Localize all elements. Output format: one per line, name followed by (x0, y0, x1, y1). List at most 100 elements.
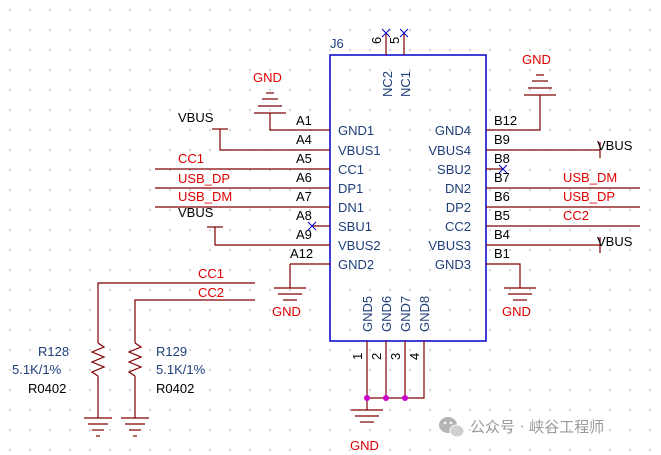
no-connect-nc2 (381, 28, 391, 38)
watermark-text: 公众号 · 峡谷工程师 (470, 418, 604, 436)
gnd-symbol-top-right (524, 74, 556, 96)
pin-number: A9 (296, 227, 312, 242)
wire-gnd3 (486, 263, 521, 288)
pin-number: B6 (494, 189, 510, 204)
resistor-r129[interactable] (127, 342, 143, 377)
gnd-symbol-top-left (254, 92, 286, 114)
pin-number: A6 (296, 170, 312, 185)
resistor-value: 5.1K/1% (12, 362, 62, 377)
bottom-pins: GND5 GND6 GND7 GND8 1 2 3 4 (350, 296, 432, 360)
pin-name: CC1 (338, 162, 364, 177)
no-connect-sbu1 (307, 221, 317, 231)
pin-number: A5 (296, 151, 312, 166)
junction-dot (364, 395, 370, 401)
wire-r129-cc2 (134, 299, 255, 343)
pin-number: A4 (296, 132, 312, 147)
pin-name: DP2 (446, 200, 471, 215)
power-label-gnd: GND (253, 70, 282, 85)
pin-number: B4 (494, 227, 510, 242)
net-label-vbus: VBUS (597, 234, 633, 249)
wechat-icon (439, 417, 465, 438)
power-label-gnd: GND (350, 438, 379, 453)
pin-name: DP1 (338, 181, 363, 196)
wire-r128-cc1 (97, 282, 255, 343)
pin-number: B8 (494, 151, 510, 166)
resistor-footprint: R0402 (156, 381, 194, 396)
net-label-cc2: CC2 (563, 208, 589, 223)
wire-gnd4 (486, 95, 541, 131)
pin-number: 4 (407, 353, 422, 360)
wire-gnd1 (269, 113, 330, 131)
pin-name: NC1 (398, 71, 413, 97)
resistor-r128[interactable] (90, 342, 106, 377)
pin-name: GND4 (435, 123, 471, 138)
wire-gnd2 (289, 263, 330, 288)
net-labels: VBUS CC1 USB_DP USB_DM VBUS VBUS USB_DM … (178, 110, 633, 300)
pin-name: GND3 (435, 257, 471, 272)
wire-gnd8 (367, 341, 425, 399)
resistor-ref: R129 (156, 344, 187, 359)
power-bars (207, 128, 601, 253)
pin-number: A1 (296, 113, 312, 128)
connector-body[interactable] (329, 54, 487, 342)
no-connect-markers (307, 28, 508, 231)
gnd-symbols (84, 74, 556, 437)
pin-name: VBUS3 (428, 238, 471, 253)
pin-number: A7 (296, 189, 312, 204)
pin-number: 3 (388, 353, 403, 360)
top-pins: 6 5 NC2 NC1 (369, 37, 413, 97)
pin-name: DN1 (338, 200, 364, 215)
gnd-symbol-bottom (351, 409, 383, 423)
pin-name: GND5 (360, 296, 375, 332)
pin-name: GND2 (338, 257, 374, 272)
net-label-vbus: VBUS (597, 138, 633, 153)
resistor-footprint: R0402 (28, 381, 66, 396)
net-label-vbus: VBUS (178, 110, 214, 125)
pin-number: A12 (290, 246, 313, 261)
net-label-usb-dm: USB_DM (563, 170, 617, 185)
resistor-value: 5.1K/1% (156, 362, 206, 377)
power-labels: GND GND GND GND GND (253, 52, 551, 453)
net-label-cc2: CC2 (198, 285, 224, 300)
pin-name: GND7 (398, 296, 413, 332)
power-label-gnd: GND (522, 52, 551, 67)
gnd-symbol-mid-left (274, 287, 306, 301)
net-label-usb-dm: USB_DM (178, 189, 232, 204)
pin-number: B5 (494, 208, 510, 223)
net-label-cc1: CC1 (198, 266, 224, 281)
no-connect-nc1 (399, 28, 409, 38)
junction-dot (402, 395, 408, 401)
wire-vbus1 (219, 129, 330, 151)
pin-name: GND1 (338, 123, 374, 138)
pin-name: VBUS4 (428, 143, 471, 158)
pin-name: NC2 (380, 71, 395, 97)
gnd-symbol-r128 (84, 417, 112, 437)
pin-number: 5 (387, 37, 402, 44)
pin-number: A8 (296, 208, 312, 223)
net-label-usb-dp: USB_DP (178, 171, 230, 186)
pin-number: 1 (350, 353, 365, 360)
pin-number: 2 (369, 353, 384, 360)
pin-number: B1 (494, 246, 510, 261)
net-label-cc1: CC1 (178, 151, 204, 166)
pin-name: VBUS2 (338, 238, 381, 253)
junction-dot (383, 395, 389, 401)
gnd-symbol-mid-right (504, 287, 536, 301)
no-connect-sbu2 (498, 164, 508, 174)
pin-number: B9 (494, 132, 510, 147)
wire-vbus2 (214, 227, 330, 246)
power-label-gnd: GND (272, 304, 301, 319)
right-pins: GND4 B12 VBUS4 B9 SBU2 B8 DN2 B7 DP2 B6 … (428, 113, 517, 272)
net-label-vbus: VBUS (178, 205, 214, 220)
watermark: 公众号 · 峡谷工程师 (439, 417, 604, 438)
gnd-symbol-r129 (121, 417, 149, 437)
net-label-usb-dp: USB_DP (563, 189, 615, 204)
pin-name: VBUS1 (338, 143, 381, 158)
pin-name: SBU2 (437, 162, 471, 177)
pin-name: CC2 (445, 219, 471, 234)
pin-number: 6 (369, 37, 384, 44)
pin-number: B12 (494, 113, 517, 128)
power-label-gnd: GND (502, 304, 531, 319)
pin-name: DN2 (445, 181, 471, 196)
